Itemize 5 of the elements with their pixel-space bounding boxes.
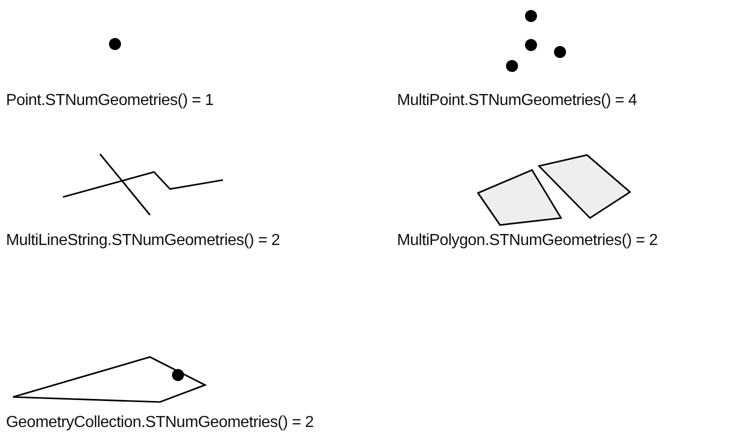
geometry-caption: MultiPoint.STNumGeometries() = 4 <box>397 92 637 110</box>
geometry-caption: Point.STNumGeometries() = 1 <box>6 92 214 110</box>
geometry-caption: GeometryCollection.STNumGeometries() = 2 <box>6 414 314 432</box>
geometry-caption: MultiPolygon.STNumGeometries() = 2 <box>397 232 658 250</box>
geometry-caption: MultiLineString.STNumGeometries() = 2 <box>6 232 280 250</box>
